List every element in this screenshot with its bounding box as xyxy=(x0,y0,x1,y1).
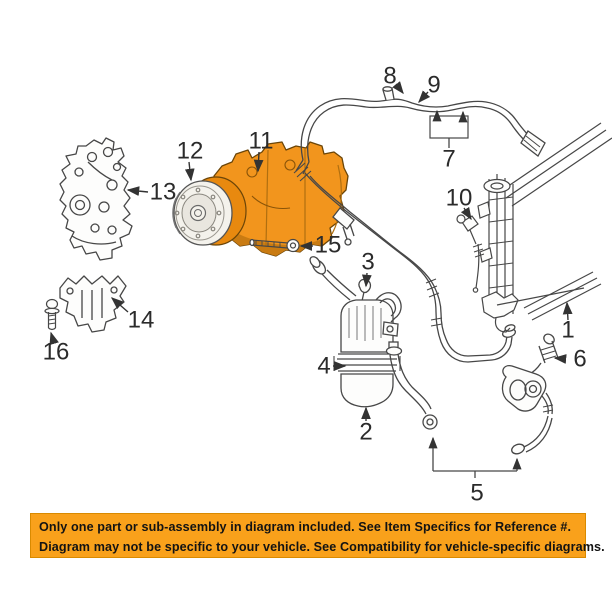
pulley-part xyxy=(172,180,233,246)
accumulator-part xyxy=(309,256,402,408)
arrow-13 xyxy=(126,186,149,196)
callout-12: 12 xyxy=(177,138,204,165)
arrow-11 xyxy=(253,151,264,173)
band-4 xyxy=(337,353,397,372)
bracket-part xyxy=(59,137,133,261)
bracket-5-lines xyxy=(428,436,522,478)
arrow-10 xyxy=(460,206,472,221)
bolt-15 xyxy=(249,238,300,253)
bolt-16 xyxy=(44,298,60,331)
accumulator-outlet-tube xyxy=(385,341,438,430)
condenser-part xyxy=(456,122,612,333)
disclaimer-line-2: Diagram may not be specific to your vehi… xyxy=(39,540,605,555)
bracket-7-box xyxy=(429,109,469,148)
callout-14: 14 xyxy=(128,307,155,334)
callout-9: 9 xyxy=(427,72,440,99)
tube-assembly-7 xyxy=(293,86,546,363)
arrow-14 xyxy=(110,297,129,313)
callout-2: 2 xyxy=(359,419,372,446)
callout-8: 8 xyxy=(383,63,396,90)
callout-arrows xyxy=(49,81,573,421)
condenser-fins-top xyxy=(500,122,612,207)
disclaimer-line-1: Only one part or sub-assembly in diagram… xyxy=(39,520,572,534)
sensor-fitting xyxy=(332,207,355,246)
callout-7: 7 xyxy=(442,146,455,173)
arrow-3 xyxy=(361,272,372,288)
callout-16: 16 xyxy=(43,339,70,366)
fitting-8 xyxy=(382,86,395,101)
callout-4: 4 xyxy=(317,353,330,380)
arrow-16 xyxy=(49,331,59,346)
callout-3: 3 xyxy=(361,249,374,276)
callout-1-pointer-line xyxy=(496,287,585,306)
mount-part xyxy=(59,275,127,333)
clip-3 xyxy=(358,278,372,302)
callout-11: 11 xyxy=(249,128,274,155)
arrow-1 xyxy=(562,301,573,321)
muffler-hose-6 xyxy=(501,333,559,455)
callout-6: 6 xyxy=(573,346,586,373)
condenser-fins-bottom xyxy=(523,271,602,321)
arrow-12 xyxy=(184,161,195,182)
callout-5: 5 xyxy=(470,480,483,507)
callout-labels: 1 2 3 4 5 6 7 8 9 10 11 12 13 14 15 16 xyxy=(43,63,587,507)
disclaimer-banner: Only one part or sub-assembly in diagram… xyxy=(30,513,605,558)
callout-13: 13 xyxy=(150,179,177,206)
callout-10: 10 xyxy=(446,185,473,212)
arrow-9 xyxy=(418,90,431,104)
callout-15: 15 xyxy=(315,232,342,259)
callout-1: 1 xyxy=(561,317,574,344)
arrow-6 xyxy=(553,354,567,364)
arrow-8 xyxy=(392,81,404,95)
